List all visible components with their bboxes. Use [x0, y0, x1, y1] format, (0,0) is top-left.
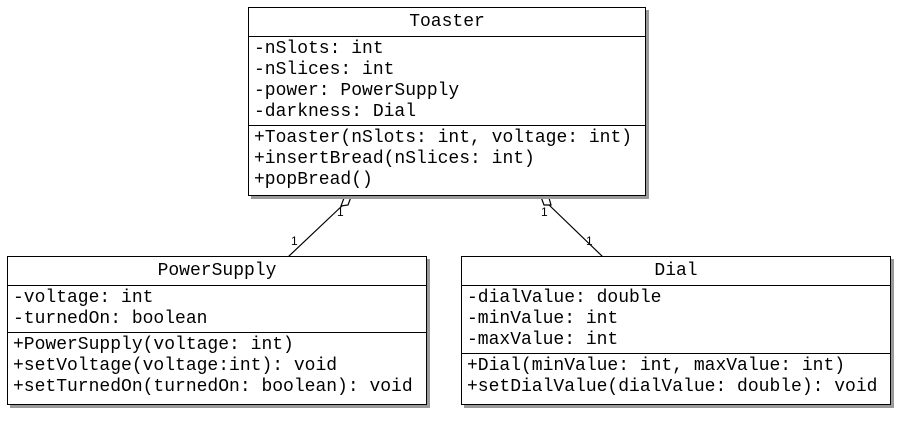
- association-toaster-powersupply[interactable]: 1 1: [287, 196, 352, 258]
- method: +insertBread(nSlices: int): [254, 149, 535, 169]
- method: +setVoltage(voltage:int): void: [13, 356, 338, 376]
- aggregation-diamond-icon: [540, 196, 552, 206]
- aggregation-diamond-icon: [340, 196, 352, 207]
- class-toaster[interactable]: Toaster -nSlots: int -nSlices: int -powe…: [248, 7, 646, 196]
- methods-section: +Toaster(nSlots: int, voltage: int) +ins…: [249, 125, 645, 193]
- multiplicity-label: 1: [337, 205, 344, 219]
- method: +setDialValue(dialValue: double): void: [467, 377, 878, 397]
- method: +PowerSupply(voltage: int): [13, 335, 294, 355]
- method: +setTurnedOn(turnedOn: boolean): void: [13, 377, 413, 397]
- attribute: -maxValue: int: [467, 330, 619, 350]
- attribute: -voltage: int: [13, 288, 154, 308]
- attribute: -turnedOn: boolean: [13, 309, 208, 329]
- method: +Dial(minValue: int, maxValue: int): [467, 356, 846, 376]
- attribute: -power: PowerSupply: [254, 81, 460, 101]
- multiplicity-label: 1: [586, 234, 593, 248]
- class-name: PowerSupply: [8, 257, 426, 286]
- method: +popBread(): [254, 170, 373, 190]
- multiplicity-label: 1: [541, 205, 548, 219]
- attribute: -dialValue: double: [467, 288, 662, 308]
- attribute: -nSlots: int: [254, 39, 384, 59]
- attributes-section: -dialValue: double -minValue: int -maxVa…: [462, 286, 890, 353]
- attribute: -minValue: int: [467, 309, 619, 329]
- multiplicity-label: 1: [291, 234, 298, 248]
- attributes-section: -voltage: int -turnedOn: boolean: [8, 286, 426, 332]
- class-powersupply[interactable]: PowerSupply -voltage: int -turnedOn: boo…: [7, 256, 427, 405]
- association-toaster-dial[interactable]: 1 1: [540, 196, 604, 258]
- class-dial[interactable]: Dial -dialValue: double -minValue: int -…: [461, 256, 891, 405]
- association-line: [547, 203, 604, 258]
- methods-section: +Dial(minValue: int, maxValue: int) +set…: [462, 353, 890, 400]
- association-line: [287, 203, 345, 258]
- class-name: Dial: [462, 257, 890, 286]
- attribute: -nSlices: int: [254, 60, 395, 80]
- method: +Toaster(nSlots: int, voltage: int): [254, 128, 633, 148]
- class-name: Toaster: [249, 8, 645, 37]
- attributes-section: -nSlots: int -nSlices: int -power: Power…: [249, 37, 645, 125]
- methods-section: +PowerSupply(voltage: int) +setVoltage(v…: [8, 332, 426, 400]
- attribute: -darkness: Dial: [254, 102, 417, 122]
